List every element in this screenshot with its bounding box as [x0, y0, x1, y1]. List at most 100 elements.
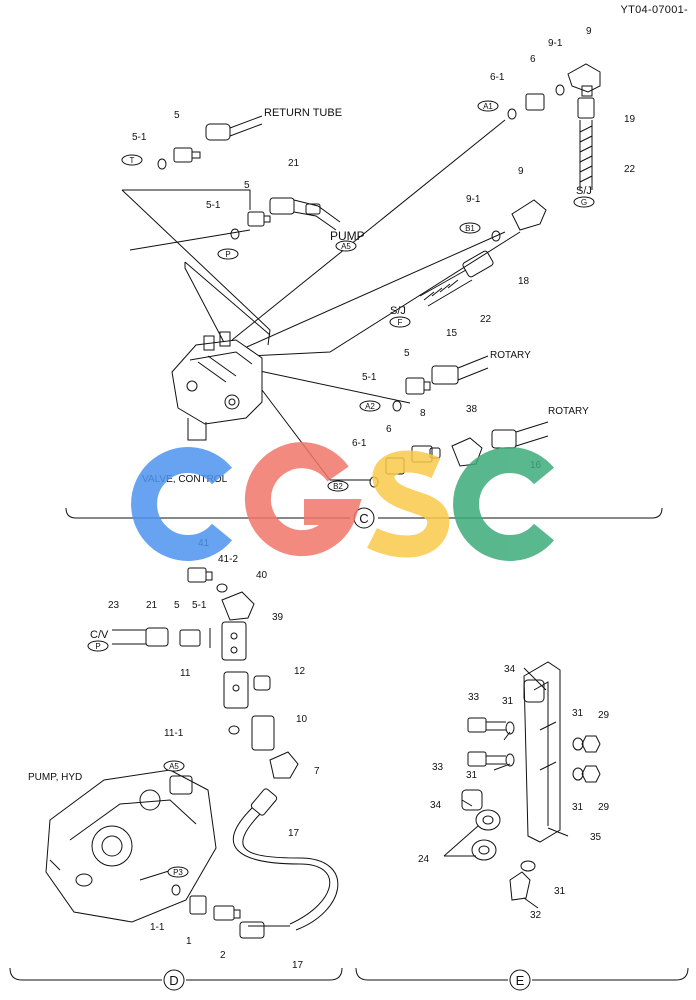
o-ring-6-1-a1: [507, 108, 517, 120]
part-num: 21: [146, 600, 158, 611]
part-num: 31: [502, 696, 514, 707]
section-c-name: VALVE, CONTROL: [142, 474, 228, 485]
part-num: 18: [518, 276, 530, 287]
part-num: 5: [404, 348, 410, 359]
part-num: 5-1: [132, 132, 147, 143]
callout-b1: B1: [459, 222, 481, 234]
section-e-bracket-right: [532, 967, 689, 981]
svg-text:B2: B2: [333, 482, 343, 491]
washer-31-d: [572, 767, 584, 781]
part-num: 33: [432, 762, 444, 773]
part-num: 5: [174, 600, 180, 611]
section-d-bracket-left: [9, 967, 162, 981]
part-num: 29: [598, 802, 610, 813]
control-valve-drawing: [171, 331, 263, 441]
part-num: 17: [288, 828, 300, 839]
part-num: 7: [314, 766, 320, 777]
part-num: 9-1: [548, 38, 563, 49]
o-ring-41-2: [216, 583, 228, 593]
block-39: [221, 621, 247, 661]
part-num: 6-1: [490, 72, 505, 83]
svg-text:E: E: [516, 973, 525, 988]
part-num: 5-1: [192, 600, 207, 611]
part-num: 31: [572, 802, 584, 813]
leader-24: [443, 825, 479, 857]
bushing-34-bot: [461, 789, 483, 811]
elbow-9-b1: [511, 199, 547, 231]
part-num: 9-1: [466, 194, 481, 205]
section-c-bracket-left: [65, 507, 350, 519]
svg-text:F: F: [398, 318, 403, 327]
washer-31-e: [520, 860, 536, 872]
part-num: 40: [256, 570, 268, 581]
part-num: 1-1: [150, 922, 165, 933]
callout-p3: P3: [167, 866, 189, 878]
sj-label-f: S/J: [390, 305, 406, 317]
part-num: 2: [220, 950, 226, 961]
section-d-name: PUMP, HYD: [28, 772, 82, 783]
part-num: 12: [294, 666, 306, 677]
part-num: 5: [174, 110, 180, 121]
hose-23: [112, 629, 146, 645]
svg-text:P: P: [225, 250, 230, 259]
adapter-5-lower: [179, 629, 201, 647]
part-num: 11-1: [164, 728, 184, 739]
callout-a1: A1: [477, 100, 499, 112]
part-num: 5-1: [362, 372, 377, 383]
o-ring-1-1: [171, 884, 181, 896]
block-10: [251, 715, 275, 751]
pump-label: PUMP: [330, 229, 365, 243]
part-num: 22: [480, 314, 492, 325]
o-ring-5-1-a2: [392, 400, 402, 412]
svg-text:G: G: [581, 198, 587, 207]
rotary-label-1: ROTARY: [490, 350, 531, 361]
elbow-40: [221, 591, 255, 621]
adapter-5-mid: [247, 211, 271, 227]
washer-31-a: [505, 721, 515, 735]
bolt-33-bot: [467, 751, 506, 767]
hose-15: [431, 355, 489, 385]
part-num: 31: [572, 708, 584, 719]
part-num: 1: [186, 936, 192, 947]
part-num: 6: [530, 54, 536, 65]
adapter-5-top: [173, 147, 201, 163]
part-num: 9: [518, 166, 524, 177]
svg-text:C: C: [359, 511, 368, 526]
svg-text:T: T: [130, 156, 135, 165]
elbow-38: [451, 437, 483, 467]
leader-35: [547, 827, 569, 837]
leader-31-ac: [493, 731, 511, 771]
part-num: 32: [530, 910, 542, 921]
section-c-bracket-right: [378, 507, 663, 519]
svg-text:B1: B1: [465, 224, 475, 233]
bolt-32: [509, 871, 531, 901]
hose-21-lower: [145, 627, 169, 647]
hose-end-19: [577, 97, 595, 190]
o-ring-11-1: [228, 725, 240, 735]
part-num: 24: [418, 854, 430, 865]
svg-text:P: P: [95, 642, 100, 651]
o-ring-9-1-b1: [491, 230, 501, 242]
part-num: 5-1: [206, 200, 221, 211]
part-num: 21: [288, 158, 300, 169]
part-num: 22: [624, 164, 636, 175]
section-d-marker: D: [163, 969, 185, 991]
bushing-34-top: [523, 679, 545, 703]
part-num: 6-1: [352, 438, 367, 449]
connector-41: [187, 567, 213, 583]
callout-t: T: [121, 154, 143, 166]
washer-31-b: [572, 737, 584, 751]
part-num: 34: [430, 800, 442, 811]
leader-34-top: [523, 667, 547, 691]
hose-21-top: [269, 197, 341, 231]
cap-12: [253, 675, 271, 691]
o-ring-5-1-top: [157, 158, 167, 170]
washer-31-c: [505, 753, 515, 767]
part-num: 41-2: [218, 554, 238, 565]
part-num: 34: [504, 664, 516, 675]
elbow-9-a1: [567, 63, 601, 97]
svg-text:A5: A5: [169, 762, 179, 771]
hose-end-17b: [239, 921, 265, 939]
hose-17: [232, 788, 339, 931]
bolt-33-top: [467, 717, 506, 733]
